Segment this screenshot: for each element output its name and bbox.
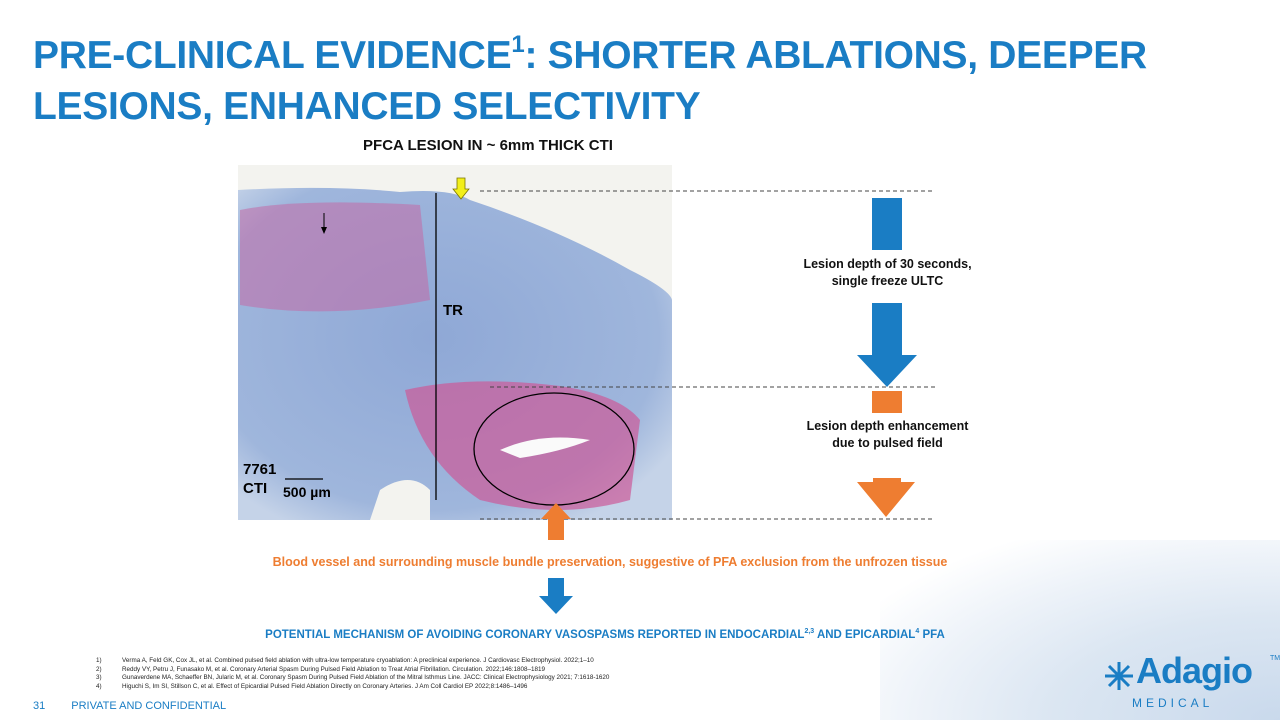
title-superscript: 1 <box>511 31 525 58</box>
reference-text: Verma A, Feld GK, Cox JL, et al. Combine… <box>122 657 594 664</box>
label-line: single freeze ULTC <box>831 274 944 288</box>
mechanism-part: AND EPICARDIAL <box>814 628 916 641</box>
figure-caption: PFCA LESION IN ~ 6mm THICK CTI <box>363 137 613 154</box>
confidential-label: PRIVATE AND CONFIDENTIAL <box>71 700 227 712</box>
blue-down-arrow-icon <box>857 303 917 387</box>
reference-item: 4) Higuchi S, Im SI, Stillson C, et al. E… <box>96 683 609 692</box>
label-line: Lesion depth of 30 seconds, <box>803 257 972 271</box>
yellow-arrow-icon <box>452 177 470 200</box>
mechanism-part: PFA <box>919 628 945 641</box>
logo-wordmark: Adagio <box>1136 650 1253 691</box>
logo-tm: TM <box>1270 655 1280 662</box>
page-number: 31 <box>33 700 46 712</box>
label-line: due to pulsed field <box>832 436 943 450</box>
blue-bar-icon <box>872 198 902 250</box>
title-text: LESIONS, ENHANCED SELECTIVITY <box>33 85 701 128</box>
title-text: : SHORTER ABLATIONS, DEEPER <box>524 34 1147 77</box>
tr-label: TR <box>443 302 463 319</box>
orange-bar-icon <box>872 391 902 413</box>
sample-id: 7761 <box>243 461 277 478</box>
reference-number: 4) <box>96 682 102 690</box>
orange-down-arrow-icon <box>857 478 915 517</box>
slide-title: PRE-CLINICAL EVIDENCE1: SHORTER ABLATION… <box>33 30 1233 132</box>
reference-item: 1) Verma A, Feld GK, Cox JL, et al. Combi… <box>96 657 609 666</box>
references-list: 1) Verma A, Feld GK, Cox JL, et al. Combi… <box>96 657 609 691</box>
title-text: PRE-CLINICAL EVIDENCE <box>33 34 512 77</box>
reference-item: 3) Gunaverdene MA, Schaeffer BN, Jularic … <box>96 674 609 683</box>
reference-number: 2) <box>96 665 102 673</box>
ref-superscript: 2,3 <box>804 628 815 635</box>
footer: 31 PRIVATE AND CONFIDENTIAL <box>33 700 226 712</box>
frost-background <box>880 540 1280 720</box>
reference-number: 1) <box>96 657 102 664</box>
reference-text: Reddy VY, Petru J, Funasako M, et al. Co… <box>122 665 546 673</box>
sample-label: 7761 CTI <box>243 460 276 498</box>
reference-text: Gunaverdene MA, Schaeffer BN, Jularic M,… <box>122 674 610 682</box>
reference-text: Higuchi S, Im SI, Stillson C, et al. Eff… <box>122 682 528 690</box>
mechanism-text: POTENTIAL MECHANISM OF AVOIDING CORONARY… <box>200 628 1010 641</box>
sample-region: CTI <box>243 480 268 497</box>
label-line: Lesion depth enhancement <box>806 419 969 433</box>
mechanism-part: POTENTIAL MECHANISM OF AVOIDING CORONARY… <box>265 628 805 641</box>
reference-number: 3) <box>96 674 102 682</box>
histology-image <box>238 165 672 520</box>
reference-item: 2) Reddy VY, Petru J, Funasako M, et al. … <box>96 666 609 675</box>
orange-up-arrow-icon <box>541 503 571 540</box>
blue-down-arrow-icon <box>539 578 573 614</box>
ultc-depth-label: Lesion depth of 30 seconds, single freez… <box>790 256 985 290</box>
pulsed-field-label: Lesion depth enhancement due to pulsed f… <box>790 418 985 452</box>
logo-subtitle: MEDICAL <box>1132 696 1214 710</box>
scale-bar-label: 500 µm <box>283 484 331 500</box>
preservation-text: Blood vessel and surrounding muscle bund… <box>272 555 948 569</box>
ref-superscript: 4 <box>915 628 920 635</box>
snowflake-icon <box>1105 662 1133 690</box>
